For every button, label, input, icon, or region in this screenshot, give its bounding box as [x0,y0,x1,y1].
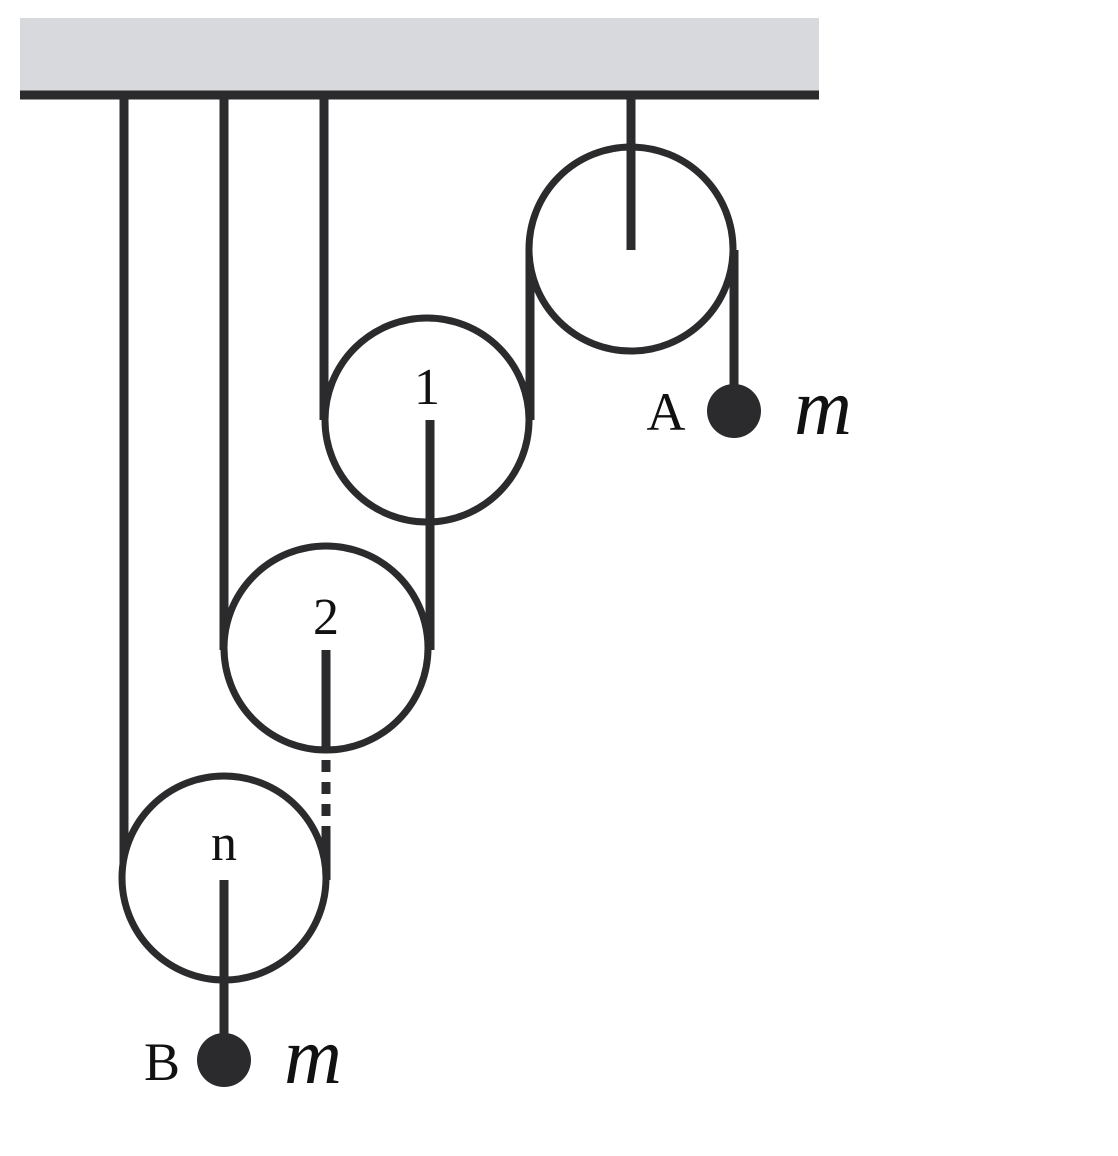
pulley-n-label: n [211,815,237,872]
mass-a [707,384,761,438]
point-b-label: B [144,1032,180,1092]
mass-a-label: m [794,364,852,452]
mass-b [197,1033,251,1087]
mass-b-label: m [284,1013,342,1101]
pulley-2-label: 2 [313,589,339,646]
point-a-label: A [647,382,686,442]
ceiling-block [20,18,819,95]
pulley-1-label: 1 [414,359,440,416]
